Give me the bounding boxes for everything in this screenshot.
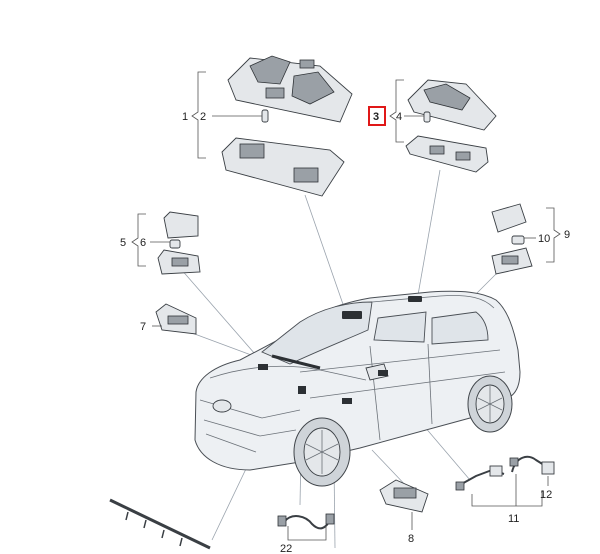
callout-8: 8 — [408, 533, 414, 545]
callout-labels: 1 2 3 4 5 6 7 8 9 10 11 12 22 — [120, 106, 570, 554]
callout-3-highlight — [368, 106, 386, 126]
callout-1: 1 — [182, 111, 188, 123]
callout-9: 9 — [564, 229, 570, 241]
bulb-6 — [169, 239, 181, 249]
brackets — [131, 71, 561, 541]
callout-10: 10 — [538, 233, 550, 245]
side-window-front — [373, 311, 427, 343]
vehicle-illustration — [194, 290, 521, 487]
right-lamp-assembly — [491, 203, 533, 275]
front-wheel — [293, 417, 351, 487]
sill-light-marker — [342, 398, 352, 404]
rear-interior-light-assembly — [405, 79, 497, 173]
rear-wheel — [467, 375, 513, 433]
trim-strip — [109, 498, 211, 550]
callout-7: 7 — [140, 321, 146, 333]
wiring-harness-11 — [455, 455, 555, 491]
lamp-8 — [379, 479, 429, 513]
mirror-light-marker — [378, 370, 388, 376]
callout-11: 11 — [508, 513, 519, 525]
bulb-4 — [423, 111, 431, 123]
callout-3: 3 — [373, 111, 379, 123]
dash-light-marker — [258, 364, 268, 370]
callout-4: 4 — [396, 111, 402, 123]
roof-light-marker-rear — [408, 296, 422, 302]
door-light-marker — [298, 386, 306, 394]
front-interior-light-assembly — [221, 55, 353, 197]
callout-22: 22 — [280, 543, 292, 554]
side-window-rear — [431, 311, 489, 345]
roof-light-marker-front — [342, 311, 362, 319]
callout-6: 6 — [140, 237, 146, 249]
rear-lens — [405, 135, 489, 173]
left-lamp-assembly — [157, 211, 201, 275]
cable-22 — [277, 513, 335, 530]
bulb-2 — [261, 109, 269, 123]
lamp-7 — [155, 303, 197, 335]
bulb-10 — [511, 235, 525, 245]
callout-2: 2 — [200, 111, 206, 123]
callout-12: 12 — [540, 489, 552, 501]
callout-5: 5 — [120, 237, 126, 249]
